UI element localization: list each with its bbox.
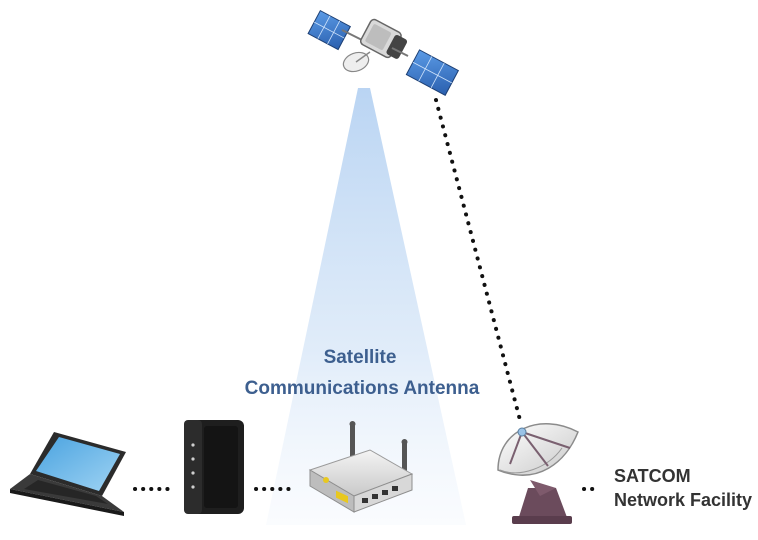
satellite-dish-icon xyxy=(497,423,579,524)
signal-beam xyxy=(266,88,466,525)
router-icon xyxy=(308,421,414,513)
antenna-label-line2: Communications Antenna xyxy=(244,378,480,399)
modem-icon xyxy=(184,420,244,514)
antenna-label-line1: Satellite xyxy=(323,347,397,368)
facility-label-line1: SATCOM xyxy=(614,466,691,486)
laptop-icon xyxy=(10,432,126,516)
satellite-dish-link xyxy=(434,98,522,422)
facility-label-line2: Network Facility xyxy=(614,490,753,510)
satellite-icon xyxy=(307,9,460,96)
